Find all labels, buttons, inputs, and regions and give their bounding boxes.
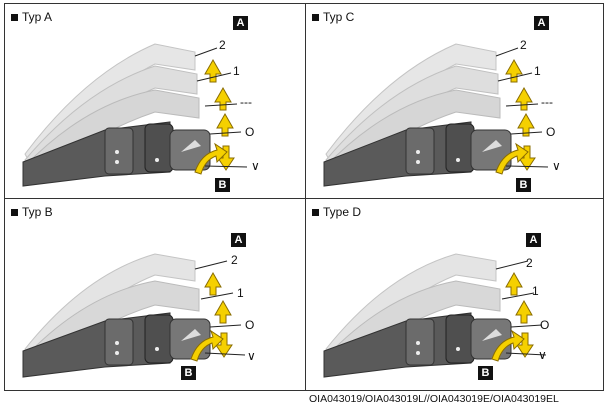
position-label: 2 <box>231 253 238 267</box>
position-label: 1 <box>237 286 244 300</box>
position-label: O <box>245 318 255 332</box>
position-label: ∨ <box>552 159 561 173</box>
wiper-lever-illustration <box>22 253 246 378</box>
panel-title-text: Type D <box>323 205 362 219</box>
position-label: 2 <box>520 38 527 52</box>
panel-title-text: Typ A <box>22 10 53 24</box>
panel-divider-vertical <box>305 4 306 390</box>
position-leader-lines <box>495 260 547 356</box>
position-leader-lines <box>194 47 248 168</box>
panel-type-d: Type D A B 2 1 O ∨ <box>306 199 605 392</box>
position-label: ∨ <box>247 349 256 363</box>
bullet-icon <box>312 208 319 216</box>
panel-title-text: Typ B <box>22 205 53 219</box>
position-label: O <box>546 125 556 139</box>
wiper-lever-illustration <box>323 253 547 378</box>
position-leader-lines <box>495 47 549 168</box>
wiper-lever-illustration <box>323 43 549 187</box>
movement-arrows <box>491 271 534 362</box>
wiper-lever <box>323 121 512 187</box>
marker-b: B <box>478 366 493 380</box>
marker-a: A <box>233 16 248 30</box>
movement-arrows <box>194 58 235 175</box>
panel-typ-b: Typ B A B 2 1 O ∨ <box>5 199 305 392</box>
movement-arrows <box>190 271 233 362</box>
panel-title: Typ B <box>11 205 53 219</box>
position-label: --- <box>240 95 252 109</box>
position-label: --- <box>541 95 553 109</box>
wiper-lever <box>323 312 512 378</box>
marker-b: B <box>181 366 196 380</box>
wiper-lever <box>22 121 211 187</box>
marker-a: A <box>534 16 549 30</box>
bullet-icon <box>11 208 18 216</box>
wiper-lever-illustration <box>22 43 248 187</box>
position-leader-lines <box>194 260 246 356</box>
position-label: 1 <box>233 64 240 78</box>
panel-title: Typ C <box>312 10 354 24</box>
panel-typ-a: Typ A A B 2 1 --- O ∨ <box>5 4 305 198</box>
marker-a: A <box>231 233 246 247</box>
position-label: 2 <box>526 256 533 270</box>
movement-arrows <box>495 58 536 175</box>
bullet-icon <box>11 13 18 21</box>
panel-title: Type D <box>312 205 361 219</box>
position-label: ∨ <box>251 159 260 173</box>
position-label: O <box>245 125 255 139</box>
marker-a: A <box>526 233 541 247</box>
figure-caption: OIA043019/OIA043019L//OIA043019E/OIA0430… <box>309 393 559 405</box>
position-label: 2 <box>219 38 226 52</box>
position-label: ∨ <box>538 348 547 362</box>
panel-title: Typ A <box>11 10 52 24</box>
marker-b: B <box>516 178 531 192</box>
position-label: 1 <box>532 284 539 298</box>
panel-divider-horizontal <box>5 198 603 199</box>
panel-typ-c: Typ C A B 2 1 --- O ∨ <box>306 4 605 198</box>
panel-title-text: Typ C <box>323 10 355 24</box>
wiper-switch-figure: Typ A A B 2 1 --- O ∨ <box>4 3 604 391</box>
position-label: O <box>540 318 550 332</box>
position-label: 1 <box>534 64 541 78</box>
bullet-icon <box>312 13 319 21</box>
marker-b: B <box>215 178 230 192</box>
